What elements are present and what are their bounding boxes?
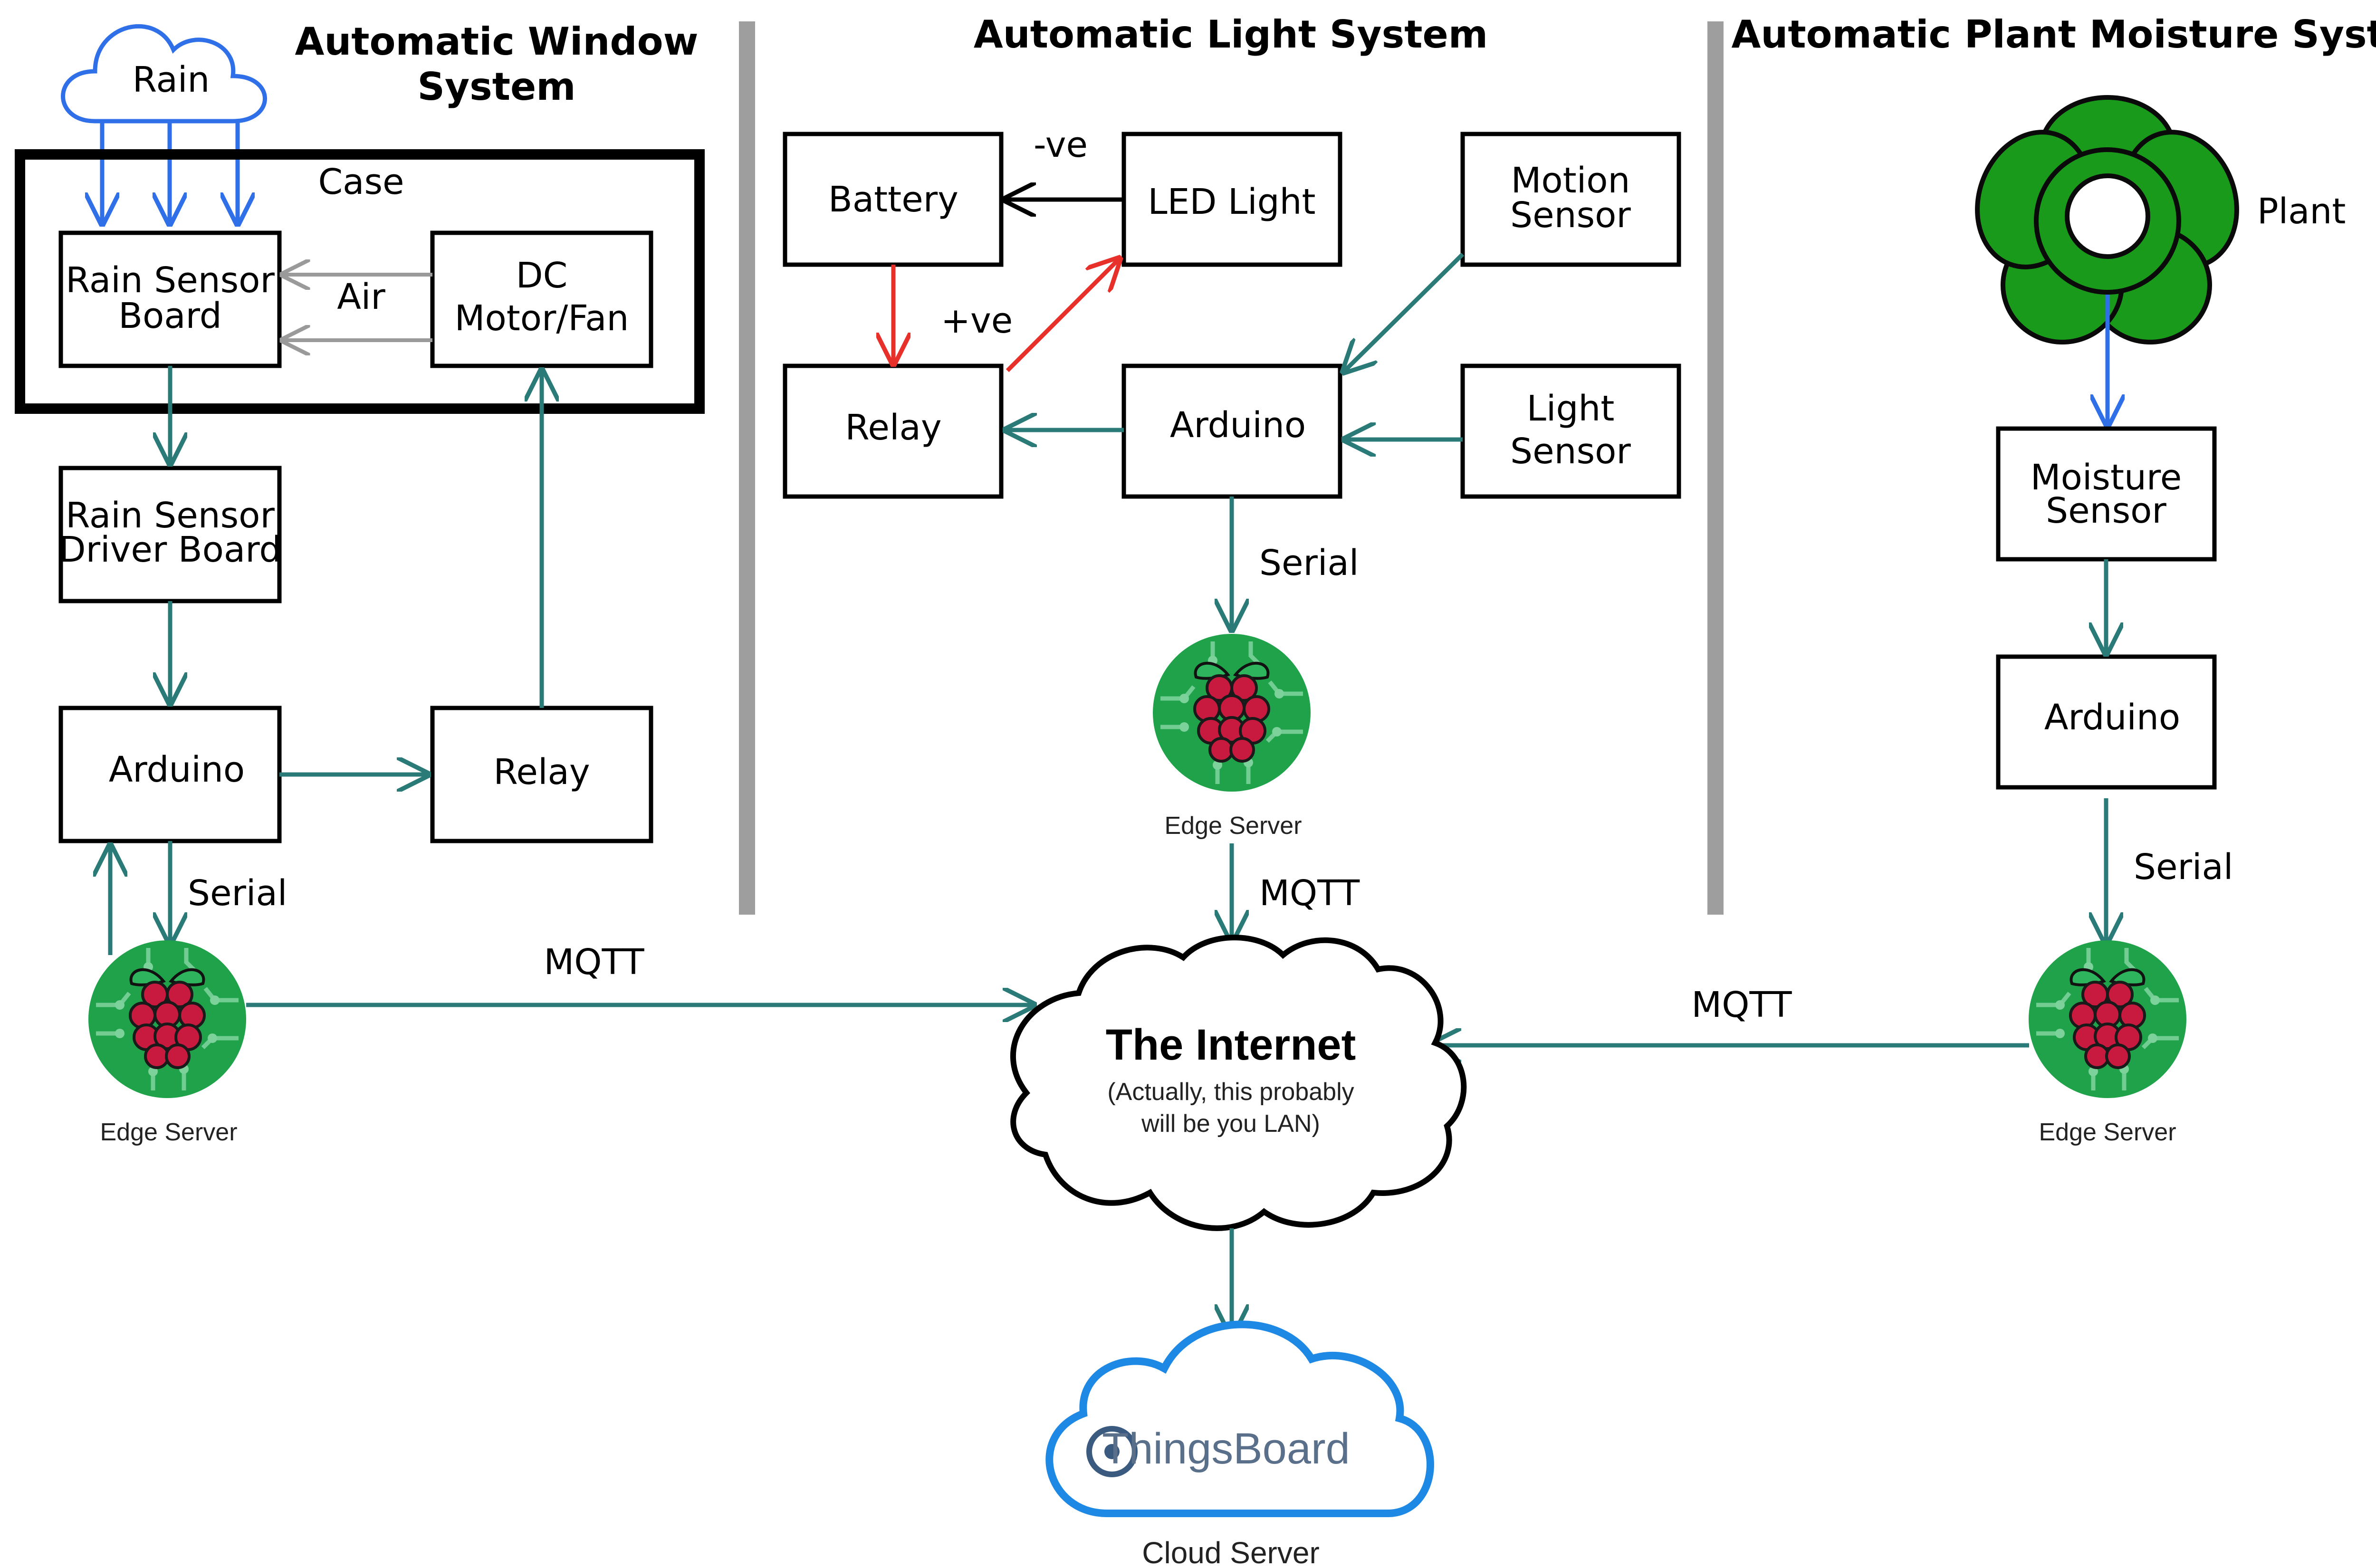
dc-motor-line2: Motor/Fan — [455, 298, 629, 339]
driver-board-box — [58, 466, 282, 603]
moisture-mqtt-label: MQTT — [1691, 985, 1792, 1025]
rain-label: Rain — [133, 59, 210, 100]
window-arduino-label: Arduino — [109, 749, 245, 790]
internet-note-line1: (Actually, this probably — [1107, 1078, 1354, 1106]
header-window-line2: System — [417, 65, 575, 109]
moisture-edge-server-icon — [2029, 940, 2186, 1098]
case-enclosure — [15, 149, 705, 414]
light-serial-label: Serial — [1259, 543, 1359, 583]
arrow-motion-to-arduino — [1344, 252, 1465, 372]
header-moisture: Automatic Plant Moisture System — [1731, 12, 2376, 57]
driver-board-line2: Driver Board — [59, 529, 282, 570]
thingsboard-cloud-icon — [1045, 1320, 1434, 1517]
window-relay-box — [430, 706, 653, 843]
header-window-line1: Automatic Window — [295, 19, 698, 64]
moisture-sensor-box — [1996, 426, 2217, 562]
plant-label: Plant — [2257, 191, 2346, 232]
left-mqtt-label: MQTT — [544, 942, 644, 983]
negative-label: -ve — [1034, 124, 1088, 165]
light-arduino-label: Arduino — [1170, 405, 1306, 446]
led-light-label: LED Light — [1148, 182, 1315, 222]
window-serial-label: Serial — [188, 873, 287, 914]
light-relay-box — [783, 363, 1004, 499]
battery-label: Battery — [828, 179, 958, 220]
window-edge-server-label: Edge Server — [100, 1119, 237, 1146]
light-sensor-box — [1460, 363, 1681, 499]
moisture-serial-label: Serial — [2134, 847, 2233, 888]
driver-board-line1: Rain Sensor — [66, 495, 275, 536]
moisture-sensor-line2: Sensor — [2046, 490, 2166, 531]
internet-cloud-icon — [1010, 935, 1467, 1231]
light-edge-server-icon — [1153, 634, 1311, 792]
rain-sensor-board-line1: Rain Sensor — [66, 260, 275, 301]
led-light-box — [1121, 132, 1342, 267]
light-sensor-line1: Light — [1527, 388, 1615, 429]
motion-sensor-line2: Sensor — [1510, 195, 1631, 236]
window-edge-server-icon — [88, 940, 246, 1098]
internet-title: The Internet — [1106, 1021, 1356, 1069]
light-arduino-box — [1121, 363, 1342, 499]
moisture-edge-server-label: Edge Server — [2039, 1119, 2176, 1146]
internet-note-line2: will be you LAN) — [1141, 1110, 1320, 1138]
arrow-relay-to-led — [1006, 259, 1119, 373]
motion-sensor-box — [1460, 132, 1681, 267]
motion-sensor-line1: Motion — [1511, 160, 1630, 201]
case-label: Case — [318, 162, 404, 202]
plant-icon — [1975, 95, 2239, 344]
light-sensor-line2: Sensor — [1510, 431, 1631, 472]
rain-cloud-icon — [61, 24, 267, 124]
header-light: Automatic Light System — [974, 12, 1488, 57]
light-mqtt-label: MQTT — [1259, 873, 1360, 914]
light-relay-label: Relay — [845, 407, 941, 448]
dc-motor-box — [430, 230, 653, 368]
moisture-arduino-label: Arduino — [2044, 697, 2180, 738]
moisture-sensor-line1: Moisture — [2031, 457, 2182, 498]
dc-motor-line1: DC — [516, 255, 568, 296]
air-label: Air — [337, 277, 385, 317]
rain-sensor-board-line2: Board — [118, 296, 221, 336]
thingsboard-brand: ThingsBoard — [1102, 1425, 1350, 1473]
rain-sensor-board-box — [58, 230, 282, 368]
light-edge-server-label: Edge Server — [1164, 812, 1302, 840]
window-relay-label: Relay — [493, 752, 590, 793]
positive-label: +ve — [941, 300, 1013, 341]
cloud-server-label: Cloud Server — [1142, 1536, 1320, 1568]
